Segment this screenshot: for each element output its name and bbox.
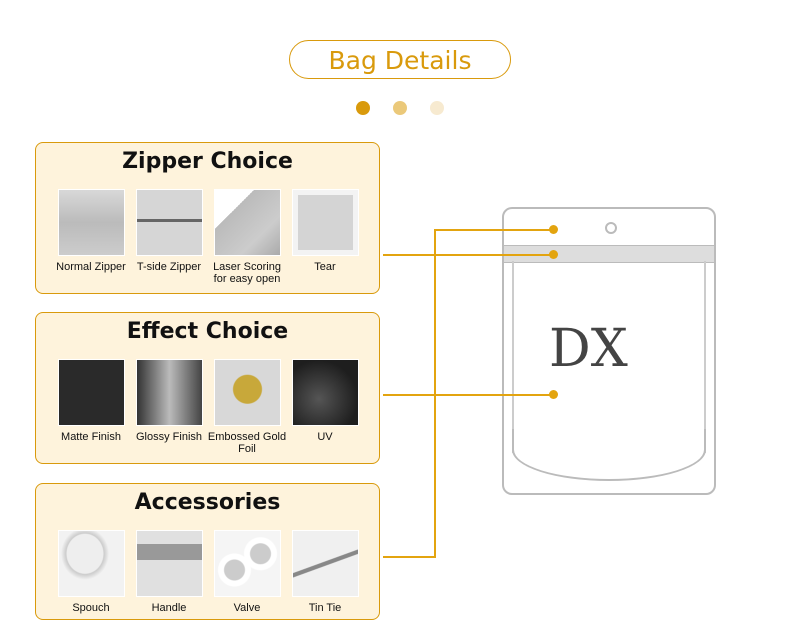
tin-tie-image — [291, 530, 359, 597]
option-valve[interactable]: Valve — [207, 530, 287, 614]
option-handle[interactable]: Handle — [129, 530, 209, 614]
option-label: Tin Tie — [308, 602, 342, 614]
option-label: Matte Finish — [61, 431, 121, 443]
pointer-dot-hang-hole — [549, 225, 558, 234]
option-label: Normal Zipper — [56, 261, 126, 273]
pager-dot-1[interactable] — [356, 101, 370, 115]
bag-outline: DX — [502, 207, 716, 495]
bag-details-title: Bag Details — [289, 40, 511, 79]
option-label: Glossy Finish — [135, 431, 203, 443]
option-label: Valve — [233, 602, 261, 614]
option-label: Spouch — [72, 602, 110, 614]
tear-image — [291, 189, 359, 256]
option-embossed-gold-foil[interactable]: Embossed Gold Foil — [207, 359, 287, 455]
connector-line — [383, 556, 435, 558]
pager-dot-2[interactable] — [393, 101, 407, 115]
connector-line — [383, 254, 435, 256]
connector-line — [434, 229, 436, 558]
normal-zipper-image — [57, 189, 125, 256]
connector-line — [434, 254, 553, 256]
accessories-panel: Accessories Spouch Handle Valve Tin Tie — [35, 483, 380, 620]
option-tear[interactable]: Tear — [285, 189, 365, 273]
valve-image — [213, 530, 281, 597]
bag-print-text: DX — [549, 319, 628, 379]
zipper-choice-panel: Zipper Choice Normal Zipper T-side Zippe… — [35, 142, 380, 294]
option-label: UV — [317, 431, 333, 443]
matte-finish-image — [57, 359, 125, 426]
option-label: Laser Scoring for easy open — [213, 261, 281, 285]
option-glossy-finish[interactable]: Glossy Finish — [129, 359, 209, 443]
glossy-finish-image — [135, 359, 203, 426]
option-tin-tie[interactable]: Tin Tie — [285, 530, 365, 614]
pointer-dot-zipper — [549, 250, 558, 259]
panel-heading: Zipper Choice — [122, 149, 293, 174]
handle-image — [135, 530, 203, 597]
t-side-zipper-image — [135, 189, 203, 256]
zipper-strip — [504, 245, 714, 263]
option-laser-scoring[interactable]: Laser Scoring for easy open — [207, 189, 287, 285]
effect-choice-panel: Effect Choice Matte Finish Glossy Finish… — [35, 312, 380, 464]
option-spouch[interactable]: Spouch — [51, 530, 131, 614]
hang-hole-icon — [605, 222, 617, 234]
bag-gusset — [512, 429, 706, 481]
option-label: Tear — [314, 261, 336, 273]
panel-heading: Accessories — [134, 490, 281, 515]
laser-scoring-image — [213, 189, 281, 256]
option-label: Embossed Gold Foil — [207, 431, 287, 455]
gold-foil-image — [213, 359, 281, 426]
bag-body — [512, 261, 706, 453]
pager-dot-3[interactable] — [430, 101, 444, 115]
option-uv[interactable]: UV — [285, 359, 365, 443]
panel-heading: Effect Choice — [126, 319, 289, 344]
option-t-side-zipper[interactable]: T-side Zipper — [129, 189, 209, 273]
spouch-image — [57, 530, 125, 597]
pointer-dot-surface — [549, 390, 558, 399]
uv-image — [291, 359, 359, 426]
connector-line — [383, 394, 553, 396]
option-label: Handle — [151, 602, 187, 614]
connector-line — [434, 229, 553, 231]
option-label: T-side Zipper — [136, 261, 202, 273]
option-normal-zipper[interactable]: Normal Zipper — [51, 189, 131, 273]
option-matte-finish[interactable]: Matte Finish — [51, 359, 131, 443]
